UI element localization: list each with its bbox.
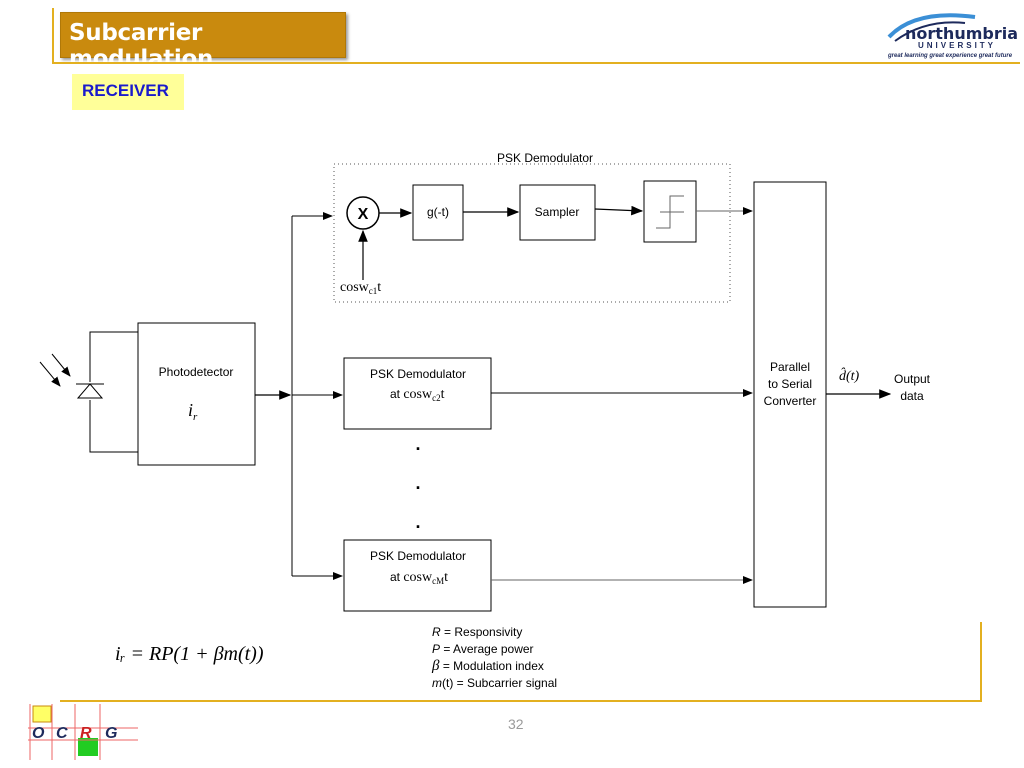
psk-demodulator-cM-carrier: at coswcMt	[390, 570, 448, 586]
converter-label-line-2: to Serial	[768, 377, 812, 391]
footer-rule	[60, 700, 982, 702]
photodiode-icon	[76, 383, 104, 399]
photodiode-wiring	[89, 331, 138, 453]
legend-item: P = Average power	[432, 642, 534, 656]
legend-item: β = Modulation index	[432, 658, 544, 674]
carrier-1-label: coswc1t	[340, 280, 381, 296]
header-left-rule	[52, 8, 54, 64]
arrow-sampler-to-decision	[594, 205, 644, 216]
section-label-box: RECEIVER	[72, 74, 184, 110]
svg-text:C: C	[56, 725, 68, 742]
photocurrent-equation: iᵣ = RP(1 + βm(t))	[115, 643, 264, 665]
psk-demodulator-group	[333, 163, 731, 303]
footer-right-rule	[980, 622, 982, 702]
light-ray-2	[39, 361, 61, 387]
psk-demodulator-c2-title: PSK Demodulator	[370, 367, 466, 381]
psk-demodulator-cM-title: PSK Demodulator	[370, 549, 466, 563]
sampler-block	[519, 184, 596, 241]
photocurrent-label: ir	[188, 400, 198, 423]
photodetector-block	[137, 322, 256, 466]
svg-text:O: O	[32, 725, 45, 742]
matched-filter-block	[412, 184, 464, 241]
university-logo-swoosh	[887, 13, 976, 42]
sampler-label: Sampler	[535, 205, 580, 219]
parallel-to-serial-converter-block	[753, 181, 827, 608]
university-logo-sub: UNIVERSITY	[918, 41, 997, 50]
photodetector-label: Photodetector	[159, 365, 234, 379]
svg-text:R: R	[80, 725, 92, 742]
ellipsis-dot-2: .	[415, 473, 420, 493]
receiver-block-diagram: PSK Demodulator X g(-t) Sampler coswc1t …	[39, 151, 931, 612]
ellipsis-dot-1: .	[415, 434, 420, 454]
light-ray-1	[51, 353, 71, 377]
page-number: 32	[508, 716, 524, 732]
matched-filter-label: g(-t)	[427, 205, 449, 219]
psk-demodulator-c2-carrier: at coswc2t	[390, 387, 445, 403]
estimated-data-label: d̂(t)	[839, 367, 860, 384]
university-logo-name: northumbria	[905, 24, 1018, 43]
title-banner: Subcarrier modulation	[60, 12, 346, 72]
threshold-icon	[656, 195, 684, 229]
legend-item: m(t) = Subcarrier signal	[432, 676, 558, 690]
psk-demodulator-c2-block	[343, 357, 492, 430]
symbol-legend: R = Responsivity P = Average power β = M…	[432, 624, 557, 692]
psk-demodulator-cM-block	[343, 539, 492, 612]
legend-item: R = Responsivity	[432, 625, 523, 639]
output-label-line-2: data	[900, 389, 924, 403]
page-title: Subcarrier modulation	[69, 20, 214, 72]
university-logo-tagline: great learning great experience great fu…	[888, 53, 1013, 59]
output-label-line-1: Output	[894, 372, 931, 386]
ocrg-logo: O C R G	[28, 704, 138, 760]
section-label: RECEIVER	[82, 81, 169, 100]
psk-group-label: PSK Demodulator	[497, 151, 593, 165]
multiplier-symbol: X	[358, 206, 369, 223]
converter-label-line-1: Parallel	[770, 360, 810, 374]
svg-text:G: G	[105, 725, 117, 742]
header-underline	[52, 62, 1020, 64]
converter-label-line-3: Converter	[764, 394, 817, 408]
ellipsis-dot-3: .	[415, 512, 420, 532]
